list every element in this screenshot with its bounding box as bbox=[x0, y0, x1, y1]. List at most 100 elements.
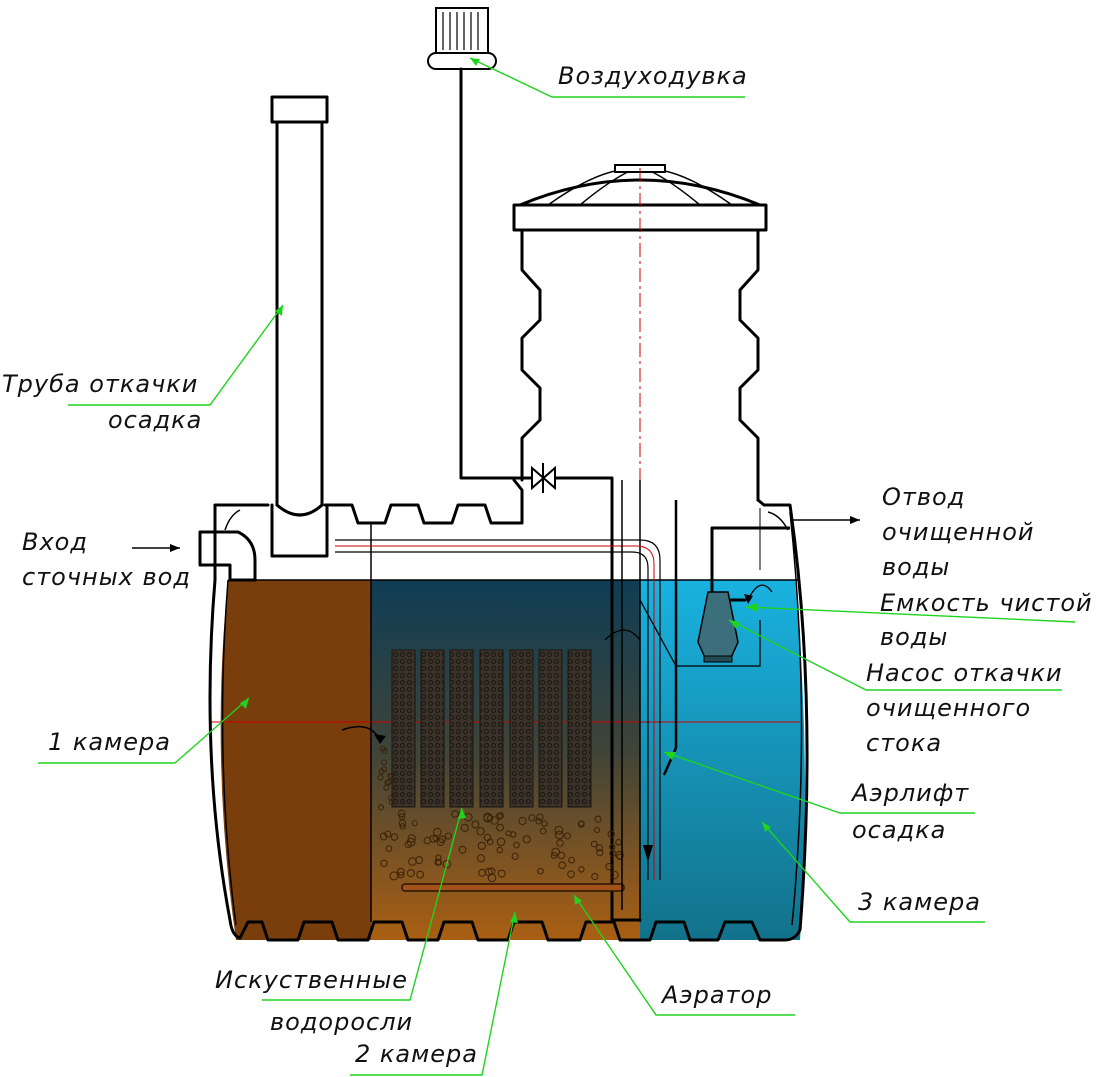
inlet-pipe bbox=[132, 530, 257, 582]
bubble bbox=[458, 845, 467, 854]
bubble bbox=[594, 815, 602, 823]
bubble bbox=[483, 812, 493, 822]
clean-water-pump bbox=[639, 508, 860, 667]
label-chamber3: 3 камера bbox=[858, 888, 981, 916]
bubble bbox=[528, 814, 536, 822]
bubble bbox=[385, 845, 393, 852]
bubble bbox=[432, 835, 439, 842]
bubble bbox=[497, 869, 506, 878]
sludge-pipe bbox=[270, 95, 329, 558]
bubble bbox=[388, 799, 395, 805]
bubble bbox=[536, 813, 544, 821]
bubble bbox=[442, 859, 452, 869]
bubble bbox=[384, 779, 391, 786]
bubble bbox=[539, 827, 547, 835]
label-airlift-line2: осадка bbox=[852, 816, 946, 844]
bubble bbox=[429, 834, 438, 843]
bubble bbox=[379, 745, 386, 752]
bubble bbox=[577, 820, 585, 828]
bubble bbox=[591, 872, 599, 881]
bubble bbox=[568, 856, 575, 864]
bubble bbox=[609, 843, 616, 851]
bubble bbox=[384, 830, 392, 838]
bubble bbox=[387, 772, 394, 779]
label-outlet-line1: Отвод bbox=[882, 483, 965, 511]
label-pump-line2: очищенного bbox=[866, 694, 1031, 722]
bubble bbox=[558, 861, 567, 870]
bubble bbox=[388, 773, 395, 780]
bubble bbox=[444, 832, 452, 840]
bubble bbox=[556, 839, 564, 847]
bubble bbox=[609, 849, 617, 857]
bubble bbox=[381, 759, 388, 766]
bubble bbox=[567, 870, 575, 879]
bubble bbox=[564, 832, 571, 840]
bubble bbox=[596, 849, 604, 857]
bubble bbox=[590, 840, 598, 848]
label-inlet-line2: сточных вод bbox=[22, 563, 191, 591]
bubble bbox=[595, 844, 604, 852]
bubble bbox=[496, 846, 503, 854]
bubble bbox=[476, 827, 485, 836]
bubble bbox=[388, 794, 395, 801]
bubble bbox=[398, 819, 407, 827]
label-chamber1: 1 камера bbox=[48, 728, 171, 756]
bubble bbox=[399, 823, 406, 830]
bubble bbox=[541, 820, 548, 827]
bubble bbox=[416, 870, 425, 879]
bubble bbox=[496, 837, 506, 847]
bubble bbox=[505, 830, 512, 837]
bubble bbox=[397, 867, 405, 876]
bubble bbox=[483, 833, 492, 842]
blower bbox=[427, 7, 642, 922]
bubble bbox=[435, 854, 442, 861]
bubble bbox=[381, 766, 388, 773]
label-inlet-line1: Вход bbox=[22, 528, 88, 556]
bubble bbox=[594, 827, 601, 833]
bubble bbox=[411, 820, 418, 827]
bubble bbox=[377, 774, 384, 781]
bubble bbox=[578, 866, 585, 873]
label-outlet-line3: воды bbox=[882, 553, 950, 581]
column-tank bbox=[512, 164, 768, 502]
label-algae-line1: Искуственные bbox=[215, 966, 408, 994]
bubble bbox=[615, 851, 624, 860]
label-pump-line3: стока bbox=[866, 729, 942, 757]
label-blower: Воздуходувка bbox=[558, 62, 748, 90]
bubble bbox=[378, 804, 384, 811]
bubble bbox=[497, 812, 505, 819]
bubble bbox=[511, 852, 519, 861]
bubble bbox=[460, 823, 469, 832]
bubble bbox=[495, 812, 503, 820]
bubble bbox=[408, 857, 417, 866]
bubble bbox=[605, 863, 613, 871]
leader-arrowheads bbox=[240, 58, 771, 923]
label-aerator: Аэратор bbox=[660, 981, 772, 1009]
bubble bbox=[496, 823, 505, 832]
label-algae-line2: водоросли bbox=[270, 1008, 413, 1036]
bubble bbox=[404, 840, 412, 849]
label-chamber2: 2 камера bbox=[355, 1040, 478, 1068]
bubble bbox=[551, 847, 561, 857]
bubble bbox=[554, 830, 564, 840]
leader-lines bbox=[38, 57, 1076, 1076]
liquid-fills bbox=[220, 580, 805, 940]
bubble bbox=[477, 841, 486, 850]
bubble bbox=[398, 813, 406, 820]
bubble bbox=[415, 856, 424, 865]
bubble bbox=[476, 854, 485, 863]
bubble bbox=[438, 835, 447, 844]
bubble bbox=[397, 809, 406, 818]
bubble bbox=[380, 859, 388, 868]
aeration-bubbles bbox=[377, 745, 624, 883]
bubble bbox=[390, 833, 399, 841]
label-outlet-line2: очищенной bbox=[882, 518, 1035, 546]
bio-media bbox=[391, 649, 592, 808]
bubble bbox=[434, 858, 442, 866]
label-clean-tank-line2: воды bbox=[880, 623, 948, 651]
bubble bbox=[522, 835, 531, 844]
bubble bbox=[513, 841, 520, 849]
bubble bbox=[433, 827, 442, 837]
